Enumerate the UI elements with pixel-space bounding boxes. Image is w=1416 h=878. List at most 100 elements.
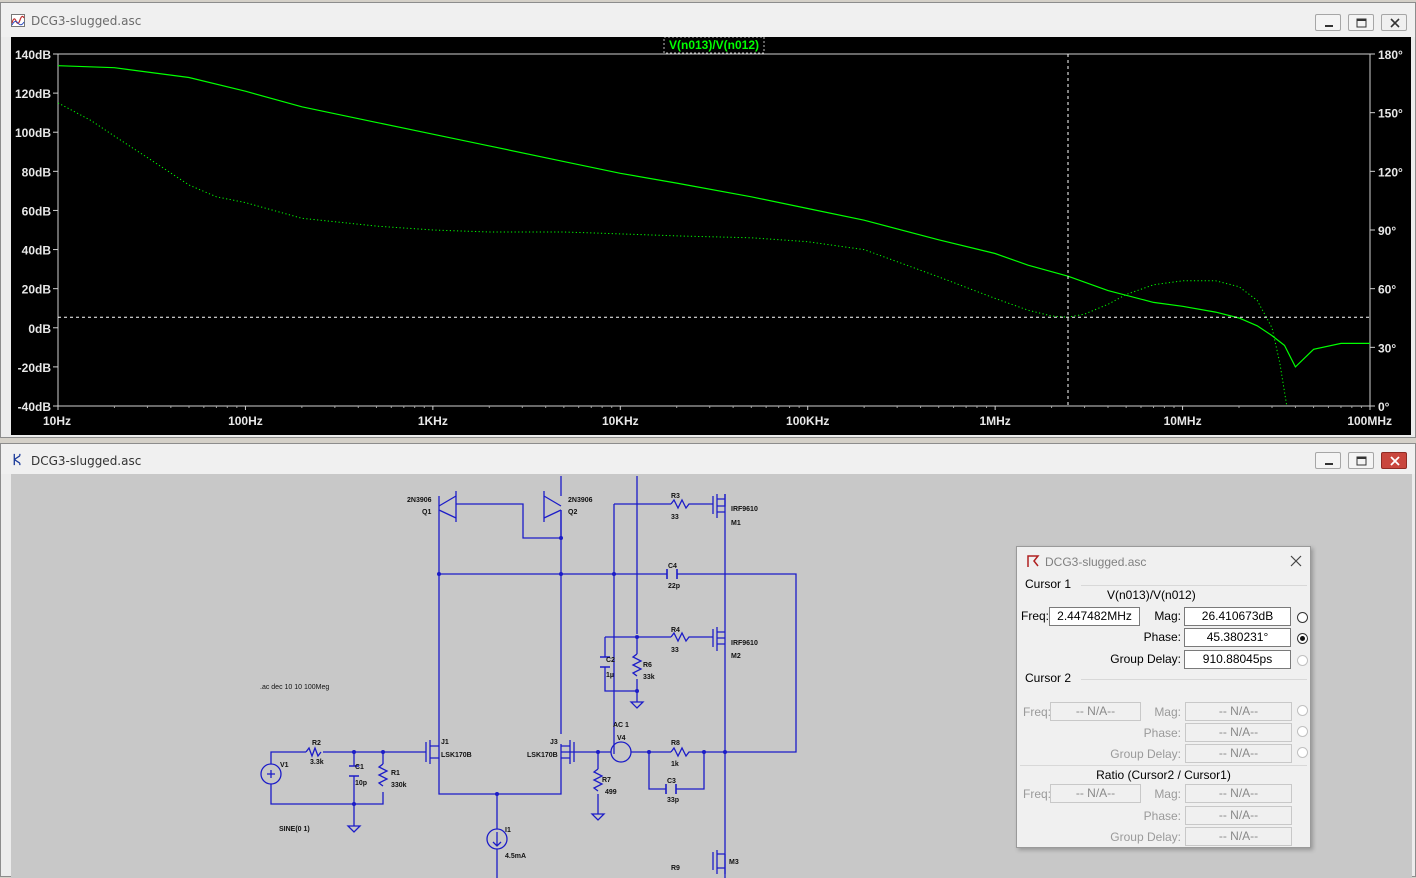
cursor1-mag-label: Mag: — [1154, 609, 1181, 623]
y-right-tick-label: 150° — [1378, 107, 1403, 121]
c3-label: C3 — [667, 778, 676, 785]
trace-label-box[interactable]: V(n013)/V(n012) — [663, 36, 765, 54]
c2-value: 1µ — [606, 672, 614, 679]
component-labels: 2N3906 Q1 2N3906 Q2 R3 33 IRF9610 M1 C4 … — [260, 493, 758, 872]
y-right-tick-label: 30° — [1378, 341, 1396, 355]
r8-value: 1k — [671, 761, 679, 768]
waveform-titlebar[interactable]: DCG3-slugged.asc — [1, 3, 1415, 37]
cursor1-gd-field[interactable]: 910.88045ps — [1184, 650, 1291, 669]
close-icon — [1390, 456, 1400, 466]
ratio-mag-field[interactable]: -- N/A-- — [1185, 784, 1292, 803]
ratio-freq-label: Freq: — [1023, 787, 1052, 801]
waveform-app-icon — [11, 14, 25, 27]
cursor2-freq-field[interactable]: -- N/A-- — [1050, 702, 1141, 721]
cursor1-trace: V(n013)/V(n012) — [1107, 588, 1196, 602]
y-left-tick-label: 120dB — [15, 87, 51, 101]
i1-label: I1 — [505, 827, 511, 834]
cursor2-gd-field[interactable]: -- N/A-- — [1185, 744, 1292, 763]
plot-frame — [57, 53, 1371, 407]
schematic-close-button[interactable] — [1381, 452, 1407, 469]
restore-button[interactable] — [1348, 14, 1374, 31]
r2-label: R2 — [312, 740, 321, 747]
wires — [270, 476, 797, 878]
q2-model-label: 2N3906 — [568, 497, 593, 504]
c4-label: C4 — [668, 563, 677, 570]
close-icon — [1390, 18, 1400, 28]
ratio-phase-label: Phase: — [1143, 809, 1181, 823]
x-tick-label: 10MHz — [1164, 414, 1202, 428]
ac1-label: AC 1 — [613, 722, 629, 729]
schematic-restore-button[interactable] — [1348, 452, 1374, 469]
ac-directive: .ac dec 10 10 100Meg — [260, 684, 329, 691]
cursor-dialog-title: DCG3-slugged.asc — [1045, 555, 1147, 569]
x-tick-label: 1KHz — [418, 414, 448, 428]
j3-model-label: LSK170B — [527, 752, 558, 759]
cursor2-phase-radio[interactable] — [1297, 726, 1308, 737]
r3-label: R3 — [671, 493, 680, 500]
y-right-tick-label: 90° — [1378, 224, 1396, 238]
schematic-drawing[interactable]: 2N3906 Q1 2N3906 Q2 R3 33 IRF9610 M1 C4 … — [11, 474, 1412, 878]
cursor1-freq-field[interactable]: 2.447482MHz — [1049, 607, 1140, 626]
cursor2-mag-field[interactable]: -- N/A-- — [1185, 702, 1292, 721]
cursor1-phase-radio[interactable] — [1297, 633, 1308, 644]
y-right-tick-label: 180° — [1378, 48, 1403, 62]
c2-label: C2 — [606, 657, 615, 664]
minimize-icon — [1325, 25, 1333, 27]
c3-value: 33p — [667, 797, 679, 804]
j3-label: J3 — [550, 739, 558, 746]
cursor1-phase-label: Phase: — [1143, 630, 1181, 644]
cursor1-phase-field[interactable]: 45.380231° — [1184, 628, 1291, 647]
cursor2-divider — [1081, 679, 1307, 680]
cursor1-mag-radio[interactable] — [1297, 612, 1308, 623]
r6-value: 33k — [643, 674, 655, 681]
x-tick-label: 100Hz — [228, 414, 263, 428]
cursor1-freq-label: Freq: — [1021, 609, 1050, 623]
schematic-titlebar[interactable]: DCG3-slugged.asc — [1, 444, 1415, 474]
ratio-gd-label: Group Delay: — [1110, 830, 1181, 844]
x-tick-label: 100KHz — [786, 414, 829, 428]
cursor2-gd-radio[interactable] — [1297, 747, 1308, 758]
cursor-dialog[interactable]: DCG3-slugged.asc Cursor 1 V(n013)/V(n012… — [1016, 546, 1311, 848]
cursor-dialog-icon — [1027, 555, 1040, 567]
y-right-tick-label: 0° — [1378, 400, 1390, 414]
close-button[interactable] — [1381, 14, 1407, 31]
mosfets — [425, 494, 726, 874]
m2-model-label: IRF9610 — [731, 640, 758, 647]
y-left-tick-label: 40dB — [22, 244, 52, 258]
cursor1-gd-radio[interactable] — [1297, 655, 1308, 666]
cursor1-gd-label: Group Delay: — [1110, 652, 1181, 666]
minimize-button[interactable] — [1315, 14, 1341, 31]
ratio-phase-field[interactable]: -- N/A-- — [1185, 806, 1292, 825]
cursor1-mag-field[interactable]: 26.410673dB — [1184, 607, 1291, 626]
j1-label: J1 — [441, 739, 449, 746]
cursor2-phase-field[interactable]: -- N/A-- — [1185, 723, 1292, 742]
bode-plot[interactable]: 140dB120dB100dB80dB60dB40dB20dB0dB-20dB-… — [11, 36, 1411, 435]
waveform-window-title: DCG3-slugged.asc — [31, 14, 142, 28]
y-left-tick-label: 140dB — [15, 48, 51, 62]
cursor1-divider — [1081, 585, 1307, 586]
y-left-tick-label: 100dB — [15, 126, 51, 140]
junctions — [352, 536, 727, 806]
x-tick-label: 10KHz — [602, 414, 639, 428]
r7-value: 499 — [605, 789, 617, 796]
cursor2-group-label: Cursor 2 — [1025, 671, 1072, 685]
x-tick-label: 10Hz — [43, 414, 71, 428]
cursor1-group-label: Cursor 1 — [1025, 577, 1072, 591]
sine-label: SINE(0 1) — [279, 826, 310, 833]
minimize-icon — [1325, 463, 1333, 465]
ratio-gd-field[interactable]: -- N/A-- — [1185, 827, 1292, 846]
r4-value: 33 — [671, 647, 679, 654]
schematic-minimize-button[interactable] — [1315, 452, 1341, 469]
restore-icon — [1356, 18, 1367, 28]
cursor2-mag-radio[interactable] — [1297, 705, 1308, 716]
capacitors — [349, 569, 678, 794]
r4-label: R4 — [671, 627, 680, 634]
ratio-mag-label: Mag: — [1154, 787, 1181, 801]
ratio-freq-field[interactable]: -- N/A-- — [1050, 784, 1141, 803]
y-left-tick-label: -20dB — [18, 361, 52, 375]
close-icon[interactable] — [1290, 555, 1302, 567]
q1-model-label: 2N3906 — [407, 497, 432, 504]
cursor2-mag-label: Mag: — [1154, 705, 1181, 719]
